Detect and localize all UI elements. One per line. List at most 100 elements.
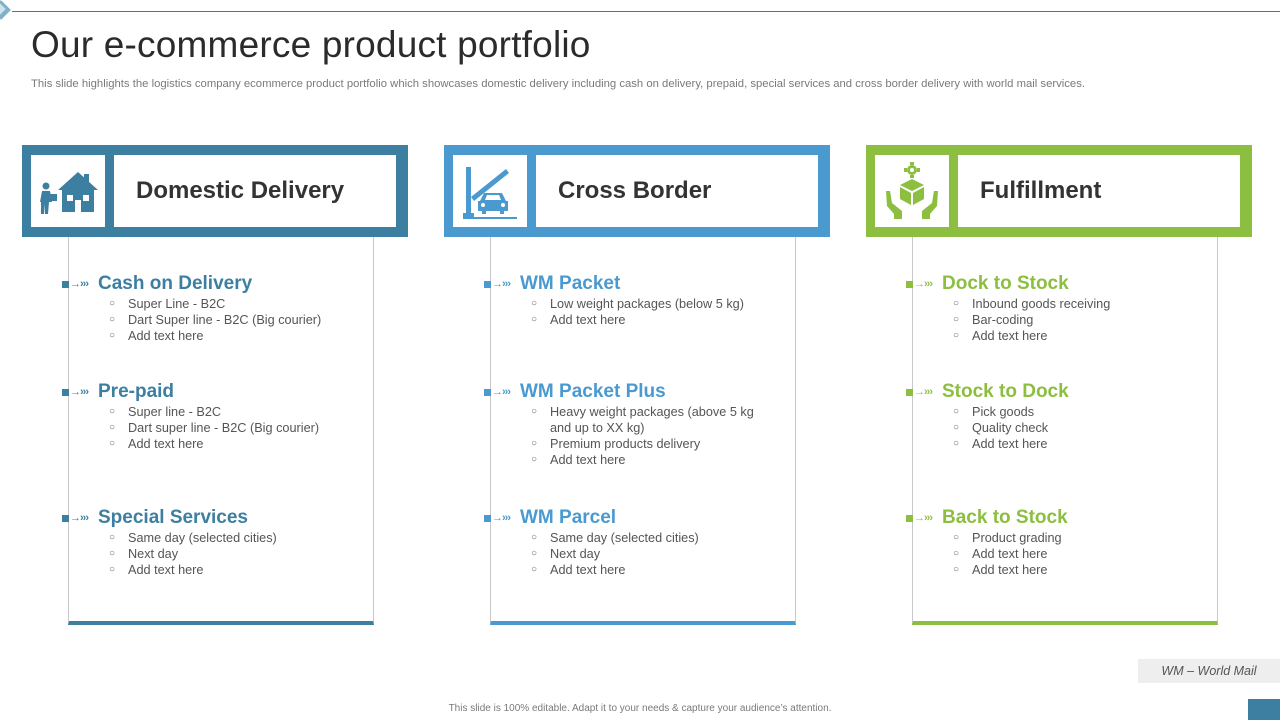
page-subtitle: This slide highlights the logistics comp… — [31, 78, 1086, 90]
column-header: Domestic Delivery — [22, 145, 408, 237]
list-item: Next day — [109, 546, 392, 562]
section-title: Stock to Dock — [942, 381, 1069, 402]
section-head: →››› WM Packet — [484, 272, 814, 296]
list-item: Add text here — [953, 328, 1236, 344]
section-title: WM Packet — [520, 273, 621, 294]
section-title: Dock to Stock — [942, 273, 1069, 294]
bullet-square — [62, 388, 69, 396]
footer-note: This slide is 100% editable. Adapt it to… — [448, 703, 832, 714]
page-title: Our e-commerce product portfolio — [31, 24, 591, 65]
list-item: Inbound goods receiving — [953, 296, 1236, 312]
section-head: →››› Pre-paid — [62, 380, 392, 404]
section-title: WM Parcel — [520, 507, 617, 528]
arrow-icon: →››› — [70, 512, 89, 524]
section-head: →››› Cash on Delivery — [62, 272, 392, 296]
bullet-square — [906, 388, 913, 396]
list-item: Add text here — [531, 312, 814, 328]
arrow-icon: →››› — [70, 278, 89, 290]
bullet-square — [484, 514, 491, 522]
arrow-icon: →››› — [914, 512, 933, 524]
bullet-square — [62, 280, 69, 288]
bullet-list: Pick goods Quality check Add text here — [906, 404, 1236, 452]
section-title: Cash on Delivery — [98, 273, 253, 294]
section-cash-on-delivery: →››› Cash on Delivery Super Line - B2C D… — [62, 272, 392, 344]
list-item: Same day (selected cities) — [531, 530, 814, 546]
bullet-list: Low weight packages (below 5 kg) Add tex… — [484, 296, 814, 328]
hands-box-gear-icon — [886, 162, 938, 219]
column-title: Cross Border — [558, 177, 712, 204]
bullet-square — [484, 388, 491, 396]
list-item: Premium products delivery — [531, 436, 771, 452]
column-header: Fulfillment — [866, 145, 1252, 237]
title-box: Cross Border — [536, 155, 818, 227]
list-item: Same day (selected cities) — [109, 530, 392, 546]
section-wm-packet-plus: →››› WM Packet Plus Heavy weight package… — [484, 380, 814, 468]
bullet-list: Super line - B2C Dart super line - B2C (… — [62, 404, 392, 452]
icon-box — [875, 155, 949, 227]
list-item: Dart Super line - B2C (Big courier) — [109, 312, 392, 328]
bullet-list: Product grading Add text here Add text h… — [906, 530, 1236, 578]
list-item: Dart super line - B2C (Big courier) — [109, 420, 392, 436]
list-item: Pick goods — [953, 404, 1236, 420]
list-item: Bar-coding — [953, 312, 1236, 328]
section-title: Special Services — [98, 507, 248, 528]
list-item: Product grading — [953, 530, 1236, 546]
border-gate-car-icon — [463, 167, 517, 219]
section-wm-parcel: →››› WM Parcel Same day (selected cities… — [484, 506, 814, 578]
corner-square-decoration — [1248, 699, 1280, 720]
list-item: Add text here — [953, 546, 1236, 562]
section-back-to-stock: →››› Back to Stock Product grading Add t… — [906, 506, 1236, 578]
arrow-icon: →››› — [492, 386, 511, 398]
arrow-icon: →››› — [914, 278, 933, 290]
column-title: Fulfillment — [980, 177, 1102, 204]
column-domestic-delivery: Domestic Delivery →››› Cash on Delivery … — [22, 145, 408, 627]
column-fulfillment: Fulfillment →››› Dock to Stock Inbound g… — [866, 145, 1252, 627]
section-title: Back to Stock — [942, 507, 1068, 528]
section-special-services: →››› Special Services Same day (selected… — [62, 506, 392, 578]
list-item: Low weight packages (below 5 kg) — [531, 296, 814, 312]
card-body — [490, 235, 796, 625]
list-item: Add text here — [109, 436, 392, 452]
title-box: Domestic Delivery — [114, 155, 396, 227]
list-item: Quality check — [953, 420, 1236, 436]
list-item: Next day — [531, 546, 814, 562]
column-header: Cross Border — [444, 145, 830, 237]
bullet-square — [484, 280, 491, 288]
list-item: Add text here — [953, 562, 1236, 578]
list-item: Add text here — [531, 562, 814, 578]
arrow-icon: →››› — [914, 386, 933, 398]
section-head: →››› Stock to Dock — [906, 380, 1236, 404]
bullet-list: Same day (selected cities) Next day Add … — [484, 530, 814, 578]
bullet-square — [906, 514, 913, 522]
section-wm-packet: →››› WM Packet Low weight packages (belo… — [484, 272, 814, 328]
bullet-list: Same day (selected cities) Next day Add … — [62, 530, 392, 578]
section-head: →››› Back to Stock — [906, 506, 1236, 530]
bullet-list: Super Line - B2C Dart Super line - B2C (… — [62, 296, 392, 344]
section-stock-to-dock: →››› Stock to Dock Pick goods Quality ch… — [906, 380, 1236, 452]
section-dock-to-stock: →››› Dock to Stock Inbound goods receivi… — [906, 272, 1236, 344]
icon-box — [31, 155, 105, 227]
section-title: Pre-paid — [98, 381, 175, 402]
section-head: →››› WM Parcel — [484, 506, 814, 530]
arrow-icon: →››› — [70, 386, 89, 398]
section-head: →››› WM Packet Plus — [484, 380, 814, 404]
column-cross-border: Cross Border →››› WM Packet Low weight p… — [444, 145, 830, 627]
bullet-list: Inbound goods receiving Bar-coding Add t… — [906, 296, 1236, 344]
section-title: WM Packet Plus — [520, 381, 666, 402]
bullet-square — [906, 280, 913, 288]
bullet-list: Heavy weight packages (above 5 kg and up… — [484, 404, 771, 468]
arrow-icon: →››› — [492, 512, 511, 524]
title-box: Fulfillment — [958, 155, 1240, 227]
list-item: Super Line - B2C — [109, 296, 392, 312]
section-head: →››› Dock to Stock — [906, 272, 1236, 296]
icon-box — [453, 155, 527, 227]
list-item: Heavy weight packages (above 5 kg and up… — [531, 404, 771, 436]
top-rule — [12, 11, 1280, 12]
list-item: Add text here — [109, 328, 392, 344]
list-item: Add text here — [531, 452, 771, 468]
list-item: Add text here — [109, 562, 392, 578]
list-item: Add text here — [953, 436, 1236, 452]
section-pre-paid: →››› Pre-paid Super line - B2C Dart supe… — [62, 380, 392, 452]
arrow-icon: →››› — [492, 278, 511, 290]
list-item: Super line - B2C — [109, 404, 392, 420]
